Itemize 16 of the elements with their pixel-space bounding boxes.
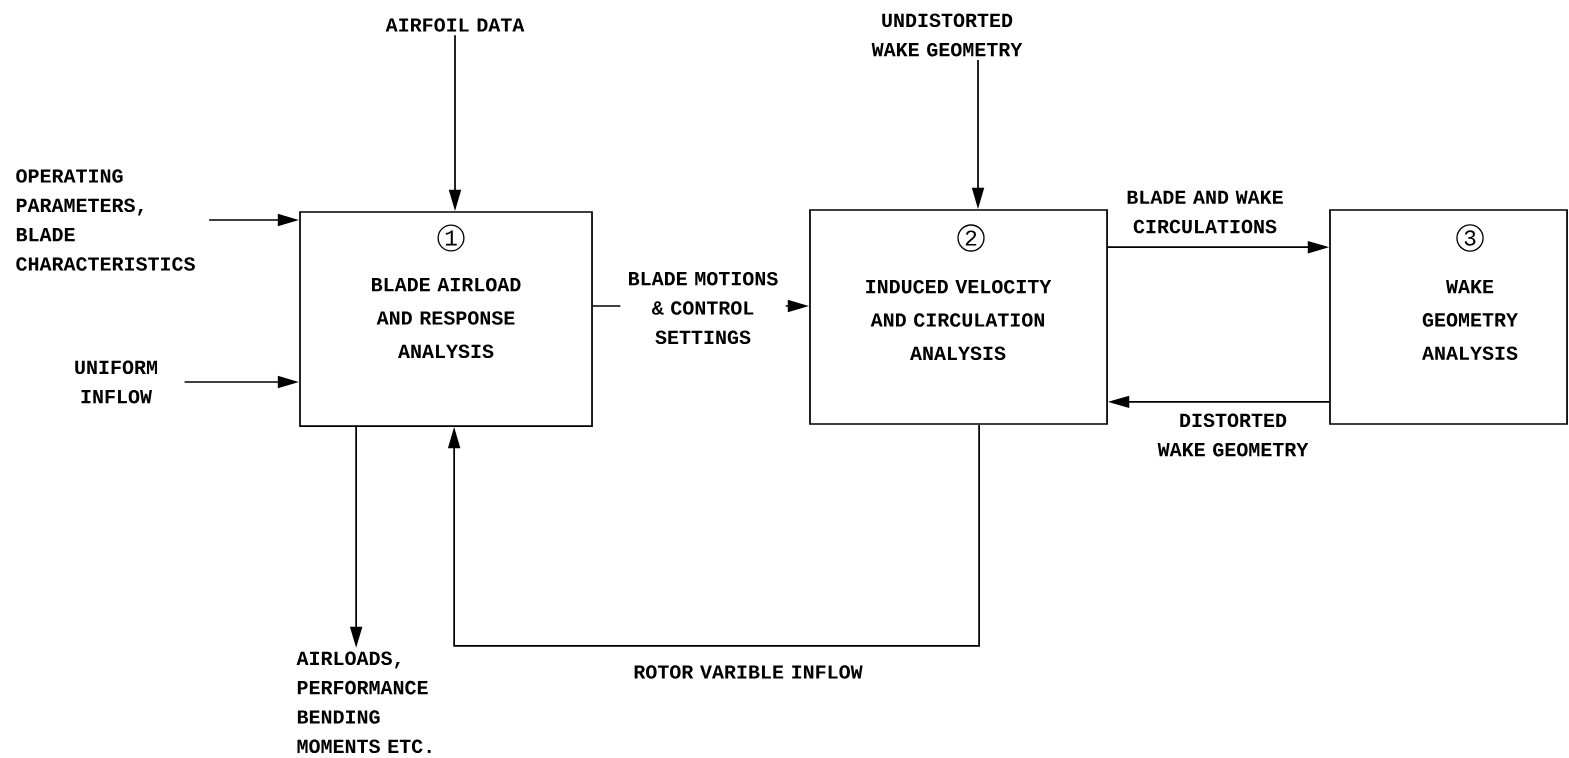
process-box: 1 BLADE AIRLOAD AND RESPONSE ANALYSIS [299,211,593,427]
circled-number: 1 [437,224,465,252]
arrow [447,424,980,647]
input-label: UNIFORM INFLOW [75,360,157,404]
edge-label: DISTORTED WAKE GEOMETRY [1157,413,1309,457]
edge-label: BLADE MOTIONS & CONTROL SETTINGS [620,269,786,347]
edge-label: BLADE AND WAKE CIRCULATIONS [1127,190,1283,234]
process-box: 2 INDUCED VELOCITY AND CIRCULATION ANALYSIS [809,209,1108,425]
input-label: AIRFOIL DATA [385,18,525,32]
circled-number: 3 [1456,224,1484,252]
edge-label: ROTOR VARIBLE INFLOW [634,665,863,679]
circled-number: 2 [957,224,985,252]
input-label: OPERATING PARAMETERS, BLADE CHARACTERISTICS [16,169,195,271]
input-label: AIRLOADS, PERFORMANCE BENDING MOMENTS ETC. [296,651,431,754]
process-box: 3 WAKE GEOMETRY ANALYSIS [1329,209,1568,425]
input-label: UNDISTORTED WAKE GEOMETRY [871,13,1023,57]
